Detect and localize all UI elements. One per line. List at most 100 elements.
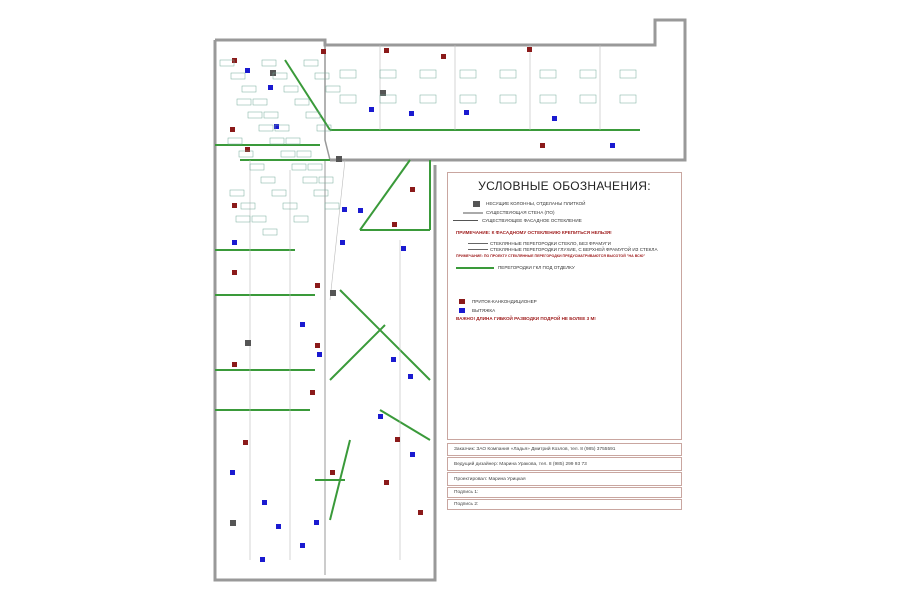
desk xyxy=(262,228,278,236)
title-block-designer: Ведущий дизайнер: Марина Уракова, тел. 8… xyxy=(447,457,682,471)
legend-box: УСЛОВНЫЕ ОБОЗНАЧЕНИЯ: НЕСУЩИЕ КОЛОННЫ, О… xyxy=(447,172,682,440)
desk xyxy=(339,94,357,104)
wall-swatch xyxy=(463,212,483,214)
desk xyxy=(261,59,277,67)
exhaust-vent xyxy=(409,111,414,116)
supply-vent xyxy=(321,49,326,54)
supply-vent xyxy=(418,510,423,515)
facade-swatch xyxy=(453,220,478,221)
desk xyxy=(379,94,397,104)
exhaust-vent xyxy=(314,520,319,525)
desk xyxy=(539,69,557,79)
column xyxy=(330,290,336,296)
supply-vent xyxy=(441,54,446,59)
desk xyxy=(229,189,245,197)
desk xyxy=(271,189,287,197)
supply-vent xyxy=(384,480,389,485)
supply-vent xyxy=(245,147,250,152)
supply-vent xyxy=(232,362,237,367)
legend-item: НЕСУЩИЕ КОЛОННЫ, ОТДЕЛАНЫ ПЛИТКОЙ xyxy=(486,201,586,206)
desk xyxy=(247,111,263,119)
supply-vent xyxy=(527,47,532,52)
desk xyxy=(419,69,437,79)
desk xyxy=(579,69,597,79)
exhaust-vent xyxy=(245,68,250,73)
desk xyxy=(302,176,318,184)
supply-vent xyxy=(315,283,320,288)
exhaust-vent xyxy=(300,322,305,327)
desk xyxy=(294,98,310,106)
exhaust-vent xyxy=(317,352,322,357)
title-block-customer: Заказчик: ЗАО Компания «Ладья» Дмитрий К… xyxy=(447,443,682,456)
supply-vent xyxy=(243,440,248,445)
desk xyxy=(235,215,251,223)
desk xyxy=(325,85,341,93)
column-swatch xyxy=(473,201,480,207)
desk xyxy=(241,85,257,93)
partition-swatch xyxy=(456,267,494,269)
legend-item: СУЩЕСТВУЮЩЕЕ ФАСАДНОЕ ОСТЕКЛЕНИЕ xyxy=(482,218,582,223)
desk xyxy=(272,72,288,80)
glass-swatch xyxy=(468,243,488,244)
desk xyxy=(291,163,307,171)
exhaust-vent xyxy=(260,557,265,562)
legend-item: ВЫТЯЖКА xyxy=(472,308,496,313)
exhaust-vent xyxy=(268,85,273,90)
desk xyxy=(316,124,332,132)
title-block-signature-2: Подпись 2: xyxy=(447,499,682,510)
desk xyxy=(303,59,319,67)
legend-item: ПРИТОК-КАНКОНДИЦИОНЕР xyxy=(472,299,537,304)
supply-vent xyxy=(230,127,235,132)
desk xyxy=(324,202,340,210)
supply-vent xyxy=(384,48,389,53)
supply-swatch xyxy=(459,299,465,304)
exhaust-vent xyxy=(408,374,413,379)
exhaust-vent xyxy=(340,240,345,245)
exhaust-vent xyxy=(552,116,557,121)
desk xyxy=(219,59,235,67)
desk xyxy=(313,189,329,197)
desk xyxy=(619,69,637,79)
desk xyxy=(499,69,517,79)
exhaust-vent xyxy=(262,500,267,505)
exhaust-vent xyxy=(610,143,615,148)
exhaust-vent xyxy=(276,524,281,529)
desk xyxy=(230,72,246,80)
desk xyxy=(263,111,279,119)
desk xyxy=(499,94,517,104)
column xyxy=(336,156,342,162)
desk xyxy=(249,163,265,171)
desk xyxy=(459,69,477,79)
desk xyxy=(236,98,252,106)
legend-note: ПРИМЕЧАНИЕ: ПО ПРОЕКТУ СТЕКЛЯННЫЕ ПЕРЕГО… xyxy=(456,254,646,258)
desk xyxy=(258,124,274,132)
glass-blind-swatch xyxy=(468,249,488,250)
exhaust-vent xyxy=(401,246,406,251)
supply-vent xyxy=(392,222,397,227)
exhaust-vent xyxy=(274,124,279,129)
desk xyxy=(305,111,321,119)
exhaust-vent xyxy=(410,452,415,457)
exhaust-vent xyxy=(232,240,237,245)
exhaust-vent xyxy=(369,107,374,112)
desk xyxy=(296,150,312,158)
legend-note: ВАЖНО! ДЛИНА ГИБКОЙ РАЗВОДКИ ПОДРОЙ НЕ Б… xyxy=(456,316,596,321)
title-block-designed-by: Проектировал: Марина Урицкая xyxy=(447,472,682,486)
exhaust-vent xyxy=(342,207,347,212)
desk xyxy=(283,85,299,93)
desk xyxy=(318,176,334,184)
desk xyxy=(252,98,268,106)
supply-vent xyxy=(232,203,237,208)
legend-item: ПЕРЕГОРОДКИ ГКЛ ПОД ОТДЕЛКУ xyxy=(498,265,575,270)
desk xyxy=(280,150,296,158)
supply-vent xyxy=(232,58,237,63)
exhaust-vent xyxy=(230,470,235,475)
desk xyxy=(539,94,557,104)
desk xyxy=(579,94,597,104)
interior-lines xyxy=(249,45,601,560)
desk xyxy=(251,215,267,223)
title-block-signature-1: Подпись 1: xyxy=(447,487,682,498)
column xyxy=(380,90,386,96)
building-walls xyxy=(213,18,687,582)
